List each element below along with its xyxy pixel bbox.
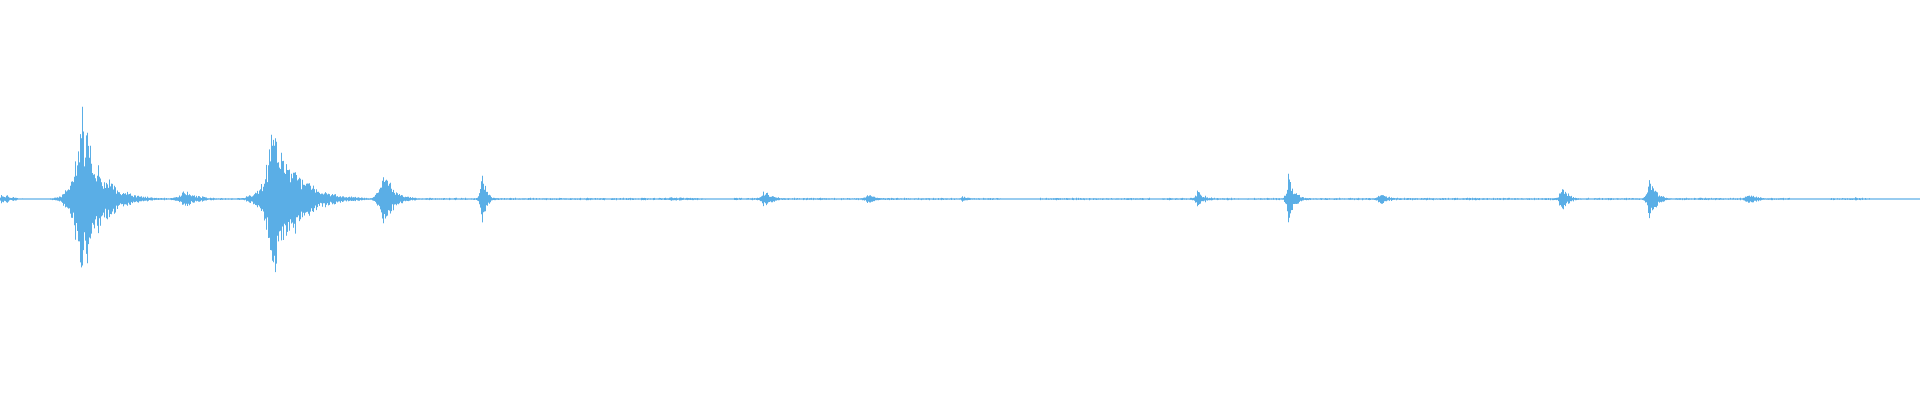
waveform-samples	[0, 106, 1920, 273]
